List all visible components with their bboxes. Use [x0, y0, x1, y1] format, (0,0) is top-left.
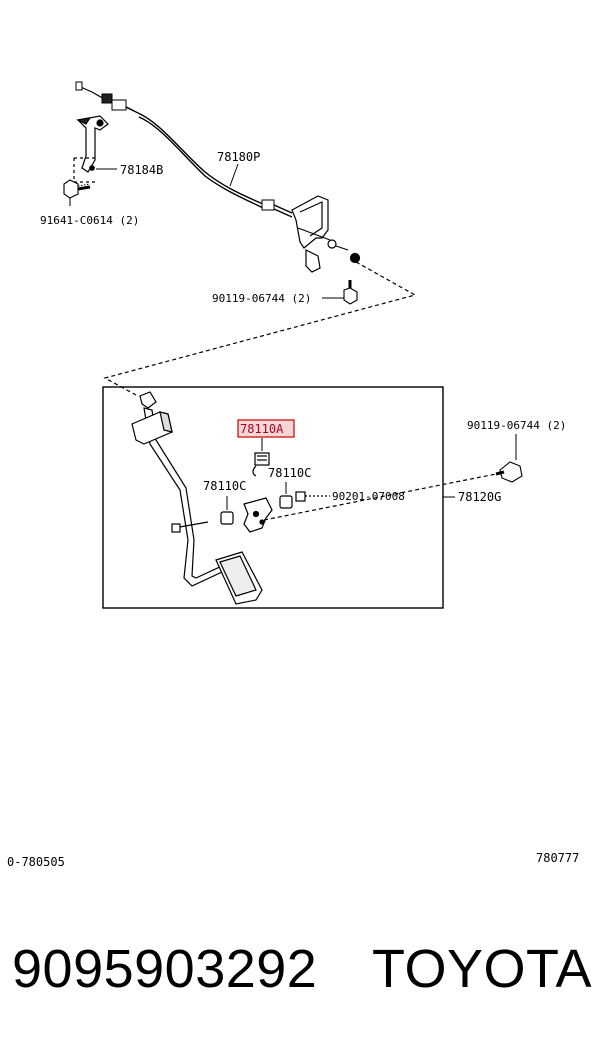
part-number: 9095903292 [12, 939, 318, 999]
label-78180p: 78180P [217, 150, 260, 164]
bushing-right-icon [279, 482, 293, 509]
brand-name: TOYOTA [372, 939, 593, 999]
label-91641-c0614: 91641-C0614 (2) [40, 214, 139, 227]
label-78184b: 78184B [120, 163, 163, 177]
bolt-91641-icon [63, 179, 91, 206]
footer-right-code: 780777 [536, 851, 579, 865]
label-90201-07008: 90201-07008 [332, 490, 405, 503]
footer-left-code: 0-780505 [7, 855, 65, 869]
parts-diagram: 78180P 78184B 91641-C0614 (2) 90119-0674… [7, 81, 579, 869]
label-90119-right: 90119-06744 (2) [467, 419, 566, 432]
leader-78180p [229, 163, 239, 187]
bracket-78184b [73, 115, 117, 183]
pedal-arm [131, 391, 263, 605]
lever-bracket [243, 497, 273, 533]
label-78120g: 78120G [458, 490, 501, 504]
assembly-dashed-line [263, 473, 497, 521]
nut-90201-icon [295, 491, 330, 502]
label-78110a: 78110A [240, 422, 284, 436]
label-78110c-right: 78110C [268, 466, 311, 480]
bolt-90119-upper-icon [322, 280, 358, 305]
spring-78110a-icon [252, 438, 270, 477]
label-90119-upper: 90119-06744 (2) [212, 292, 311, 305]
accelerator-cable [75, 81, 293, 218]
bolt-90119-right-icon [495, 434, 523, 483]
highlight-box [237, 419, 295, 438]
label-78110c-left: 78110C [203, 479, 246, 493]
bushing-left-icon [220, 496, 234, 525]
